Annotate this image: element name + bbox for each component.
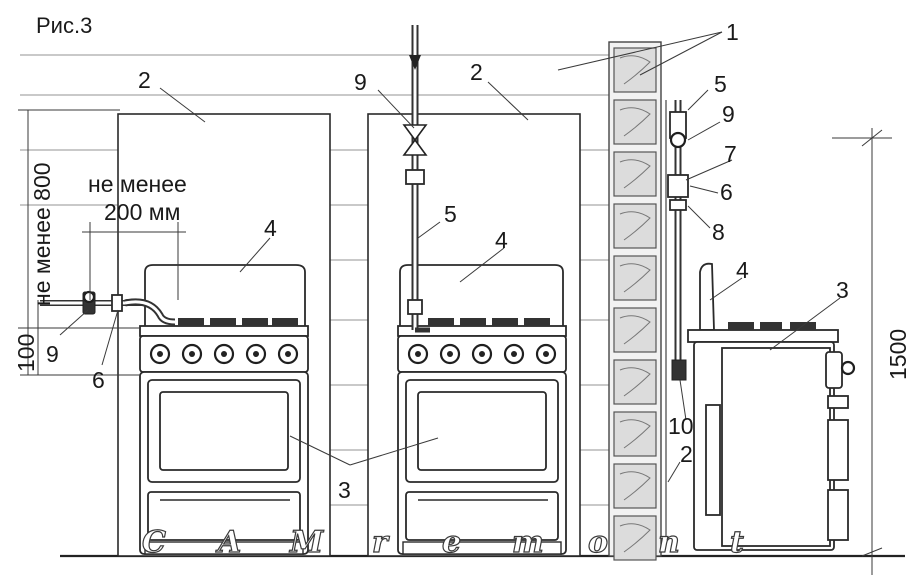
watermark-letter-2: M [289,525,324,560]
callout-3-center: 3 [338,477,351,503]
dim-100: 100 [13,334,39,372]
callout-8: 8 [712,219,725,245]
callout-2-right: 2 [680,441,693,467]
callout-4-right: 4 [736,257,749,283]
dim-min-200-line1: не менее [88,171,187,197]
callout-1: 1 [726,19,739,45]
wall-lines [20,54,610,506]
callout-9-left: 9 [46,341,59,367]
callout-9-middle: 9 [354,69,367,95]
callout-9-right: 9 [722,101,735,127]
watermark-letter-3: r [372,525,390,560]
callout-5-middle: 5 [444,201,457,227]
watermark-letter-6: o [588,525,608,560]
wall-tile [613,307,657,353]
callout-6-left: 6 [92,367,105,393]
callout-2-middle: 2 [470,59,483,85]
wall-tile [613,151,657,197]
piping-right [665,100,689,540]
callout-7: 7 [724,141,737,167]
callout-6-right: 6 [720,179,733,205]
leader-lines [59,31,841,483]
callout-4-middle: 4 [495,227,508,253]
wall-tile [613,359,657,405]
stove-right-side [687,262,856,551]
watermark-letter-8: t [730,525,744,560]
dim-min-800: не менее 800 [29,162,55,306]
callout-3-right: 3 [836,277,849,303]
tile-column [608,41,662,561]
wall-tile [613,99,657,145]
callout-5-right: 5 [714,71,727,97]
stove-left [139,264,309,555]
watermark-letter-4: e [442,525,461,560]
watermark-letter-5: m [512,525,544,560]
stove-middle [397,264,567,555]
wall-tile [613,411,657,457]
dimension-lines [18,109,892,575]
wall-tile [613,515,657,561]
piping-middle [402,25,430,333]
wall-tile [613,255,657,301]
figure-caption: Рис.3 [36,13,92,38]
watermark-letter-0: C [142,525,166,560]
dim-1500: 1500 [885,329,911,380]
watermark-letter-7: n [658,525,680,560]
wall-tile [613,203,657,249]
callout-2-left: 2 [138,67,151,93]
piping-left [40,290,176,326]
callout-4-left: 4 [264,215,277,241]
dim-min-200-line2: 200 мм [104,199,180,225]
watermark-letter-1: A [215,525,241,560]
callout-10: 10 [668,413,694,439]
wall-tile [613,463,657,509]
